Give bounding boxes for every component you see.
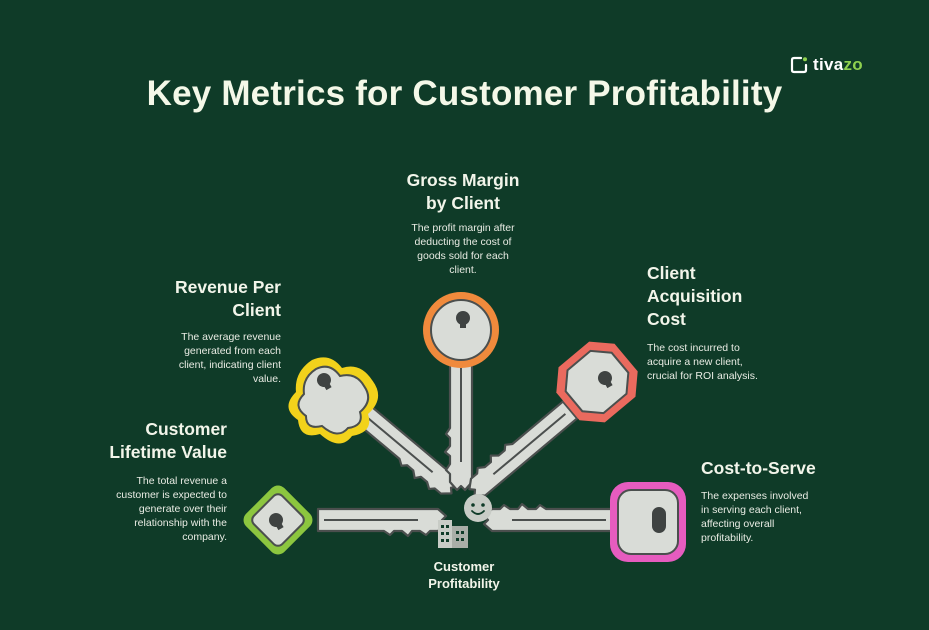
center-caption: Customer Profitability [428,559,500,591]
metric-title-client-acquisition-cost: Client Acquisition Cost [647,263,743,329]
key-customer-lifetime-value [243,485,448,555]
key-head-red [556,341,638,423]
key-head-yellow [288,357,379,444]
metric-title-gross-margin-by-client: Gross Margin by Client [406,170,520,213]
keyhole-icon [652,507,666,533]
key-gross-margin-by-client [423,292,499,492]
metric-title-customer-lifetime-value: Customer Lifetime Value [109,419,227,462]
page-title: Key Metrics for Customer Profitability [146,74,783,113]
metric-desc-client-acquisition-cost: The cost incurred to acquire a new clien… [647,342,758,382]
keyhole-icon [317,373,332,391]
metric-desc-cost-to-serve: The expenses involved in serving each cl… [701,490,809,544]
key-revenue-per-client [288,357,463,504]
metric-desc-customer-lifetime-value: The total revenue a customer is expected… [116,475,227,543]
key-client-acquisition-cost [460,341,638,502]
building-smiley-icon [438,494,492,548]
key-head-pink [610,482,686,562]
logo-text: tivazo [813,55,863,74]
keyhole-icon [269,513,284,531]
metric-title-revenue-per-client: Revenue Per Client [174,277,281,320]
keyhole-icon [456,311,470,328]
metric-desc-gross-margin-by-client: The profit margin after deducting the co… [411,222,515,276]
key-cost-to-serve [482,482,686,562]
logo-bracket-icon [790,56,808,74]
metric-desc-revenue-per-client: The average revenue generated from each … [178,331,281,385]
metric-title-cost-to-serve: Cost-to-Serve [701,458,816,478]
brand-logo: tivazo [790,54,863,76]
keyhole-icon [598,371,613,389]
key-head-orange [423,292,499,368]
